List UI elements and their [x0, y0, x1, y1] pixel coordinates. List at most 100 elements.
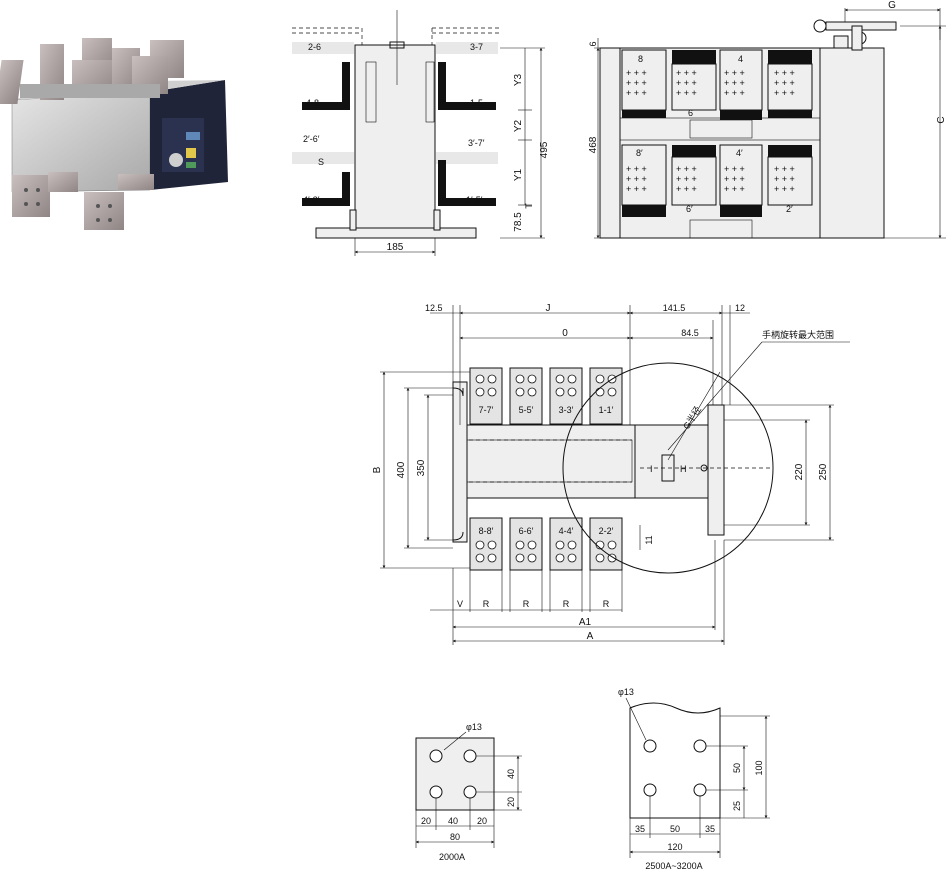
t3200-caption: 2500A~3200A: [645, 861, 702, 871]
svg-text:+ + +: + + +: [774, 164, 795, 174]
side-dim-y1: Y1: [513, 168, 524, 181]
t2000-hole: φ13: [466, 722, 482, 732]
front-dim-468: 468: [588, 136, 599, 153]
top-dim-r-2: R: [523, 599, 530, 609]
svg-text:+ + +: + + +: [774, 68, 795, 78]
svg-text:+ + +: + + +: [724, 88, 745, 98]
terminal-3200a-drawing: φ13 50 25 100 35 50 35 120 2500A~3200A: [618, 687, 770, 871]
svg-text:+ + +: + + +: [774, 184, 795, 194]
t3200-dim-100: 100: [754, 760, 764, 775]
t3200-dim-50v: 50: [732, 763, 742, 773]
t2000-dim-20v: 20: [506, 797, 516, 807]
product-photo: [0, 38, 228, 230]
svg-text:+ + +: + + +: [676, 174, 697, 184]
pole-label-7-7p: 7-7′: [479, 405, 494, 415]
svg-text:+ + +: + + +: [676, 68, 697, 78]
t2000-caption: 2000A: [439, 852, 465, 862]
front-bottom-modules: + + ++ + ++ + + + + ++ + ++ + + + + ++ +…: [621, 144, 813, 217]
t3200-dim-35b: 35: [705, 824, 715, 834]
svg-text:H: H: [680, 464, 687, 474]
svg-text:+ + +: + + +: [626, 78, 647, 88]
side-label-2p-6p: 2′-6′: [303, 134, 320, 144]
svg-text:+ + +: + + +: [676, 184, 697, 194]
svg-text:I: I: [650, 464, 653, 474]
top-dim-350: 350: [416, 459, 427, 476]
top-dim-141-5: 141.5: [663, 303, 686, 313]
side-label-s: S: [318, 157, 324, 167]
top-dim-a1: A1: [579, 617, 592, 628]
top-dim-12-5: 12.5: [425, 303, 443, 313]
front-top-modules: + + ++ + + + + ++ + + + + ++ + + + + ++ …: [621, 49, 813, 120]
top-dim-11: 11: [644, 535, 654, 544]
front-label-6: 6: [688, 108, 693, 118]
side-label-1p-5p: 1′-5′: [466, 195, 483, 205]
t2000-dim-80: 80: [450, 832, 460, 842]
top-dim-a: A: [587, 631, 594, 642]
top-dim-12: 12: [735, 303, 745, 313]
top-dim-400: 400: [396, 461, 407, 478]
pole-label-3-3p: 3-3′: [559, 405, 574, 415]
side-label-3p-7p: 3′-7′: [468, 138, 485, 148]
side-dim-78-5: 78.5: [513, 212, 524, 232]
t3200-dim-25v: 25: [732, 801, 742, 811]
top-dim-j: J: [546, 303, 551, 314]
handle-icon: [813, 19, 897, 51]
side-dim-t: T: [524, 203, 534, 209]
svg-text:+ + +: + + +: [724, 174, 745, 184]
t3200-dim-120: 120: [667, 842, 682, 852]
side-view-drawing: 2-6 4-8 2′-6′ S 4′-8′ 3-7 1-5 3′-7′ 1′-5…: [292, 10, 550, 256]
svg-text:+ + +: + + +: [724, 164, 745, 174]
svg-text:+ + +: + + +: [774, 88, 795, 98]
top-dim-r-1: R: [483, 599, 490, 609]
top-dim-0: 0: [562, 328, 568, 339]
top-view-drawing: 7-7′ 5-5′ 3-3′ 1-1′ 8-8′ 6-6′ 4-4′ 2-2′ …: [372, 303, 850, 645]
top-dim-250: 250: [818, 463, 829, 480]
top-dim-v: V: [457, 599, 463, 609]
svg-text:+ + +: + + +: [724, 78, 745, 88]
bottom-pole-plates: [469, 517, 623, 571]
front-label-2: 2: [788, 108, 793, 118]
side-label-3-7: 3-7: [470, 42, 483, 52]
svg-text:+ + +: + + +: [626, 174, 647, 184]
front-dim-c: C: [936, 116, 947, 123]
side-label-4p-8p: 4′-8′: [303, 195, 320, 205]
top-pole-plates: [469, 367, 623, 425]
top-dim-84-5: 84.5: [681, 328, 699, 338]
front-dim-6: 6: [588, 41, 598, 46]
svg-text:+ + +: + + +: [676, 164, 697, 174]
t2000-dim-20a: 20: [421, 816, 431, 826]
front-label-8: 8: [638, 54, 643, 64]
pole-label-4-4p: 4-4′: [559, 526, 574, 536]
top-dim-b: B: [372, 466, 383, 473]
top-dim-220: 220: [794, 463, 805, 480]
front-view-drawing: + + ++ + + + + ++ + + + + ++ + + + + ++ …: [588, 0, 947, 239]
t2000-dim-40: 40: [448, 816, 458, 826]
svg-text:+ + +: + + +: [626, 164, 647, 174]
top-dim-r-3: R: [563, 599, 570, 609]
svg-text:+ + +: + + +: [774, 174, 795, 184]
front-label-2p: 2′: [786, 204, 793, 214]
side-dim-495: 495: [539, 141, 550, 158]
svg-text:+ + +: + + +: [676, 88, 697, 98]
front-label-4: 4: [738, 54, 743, 64]
t3200-dim-50: 50: [670, 824, 680, 834]
svg-text:+ + +: + + +: [626, 88, 647, 98]
pole-label-5-5p: 5-5′: [519, 405, 534, 415]
handle-range-note: 手柄旋转最大范围: [762, 329, 834, 340]
top-dim-r-4: R: [603, 599, 610, 609]
svg-text:+ + +: + + +: [676, 78, 697, 88]
front-label-8p: 8′: [636, 148, 643, 158]
pole-label-2-2p: 2-2′: [599, 526, 614, 536]
pole-label-6-6p: 6-6′: [519, 526, 534, 536]
t3200-dim-35a: 35: [635, 824, 645, 834]
t2000-dim-20b: 20: [477, 816, 487, 826]
handle-range-circle: [562, 362, 774, 574]
pole-label-1-1p: 1-1′: [599, 405, 614, 415]
svg-text:+ + +: + + +: [724, 184, 745, 194]
side-dim-185: 185: [387, 242, 404, 253]
side-label-4-8: 4-8: [306, 98, 319, 108]
t3200-hole: φ13: [618, 687, 634, 697]
front-dim-g: G: [888, 0, 896, 11]
pole-label-8-8p: 8-8′: [479, 526, 494, 536]
